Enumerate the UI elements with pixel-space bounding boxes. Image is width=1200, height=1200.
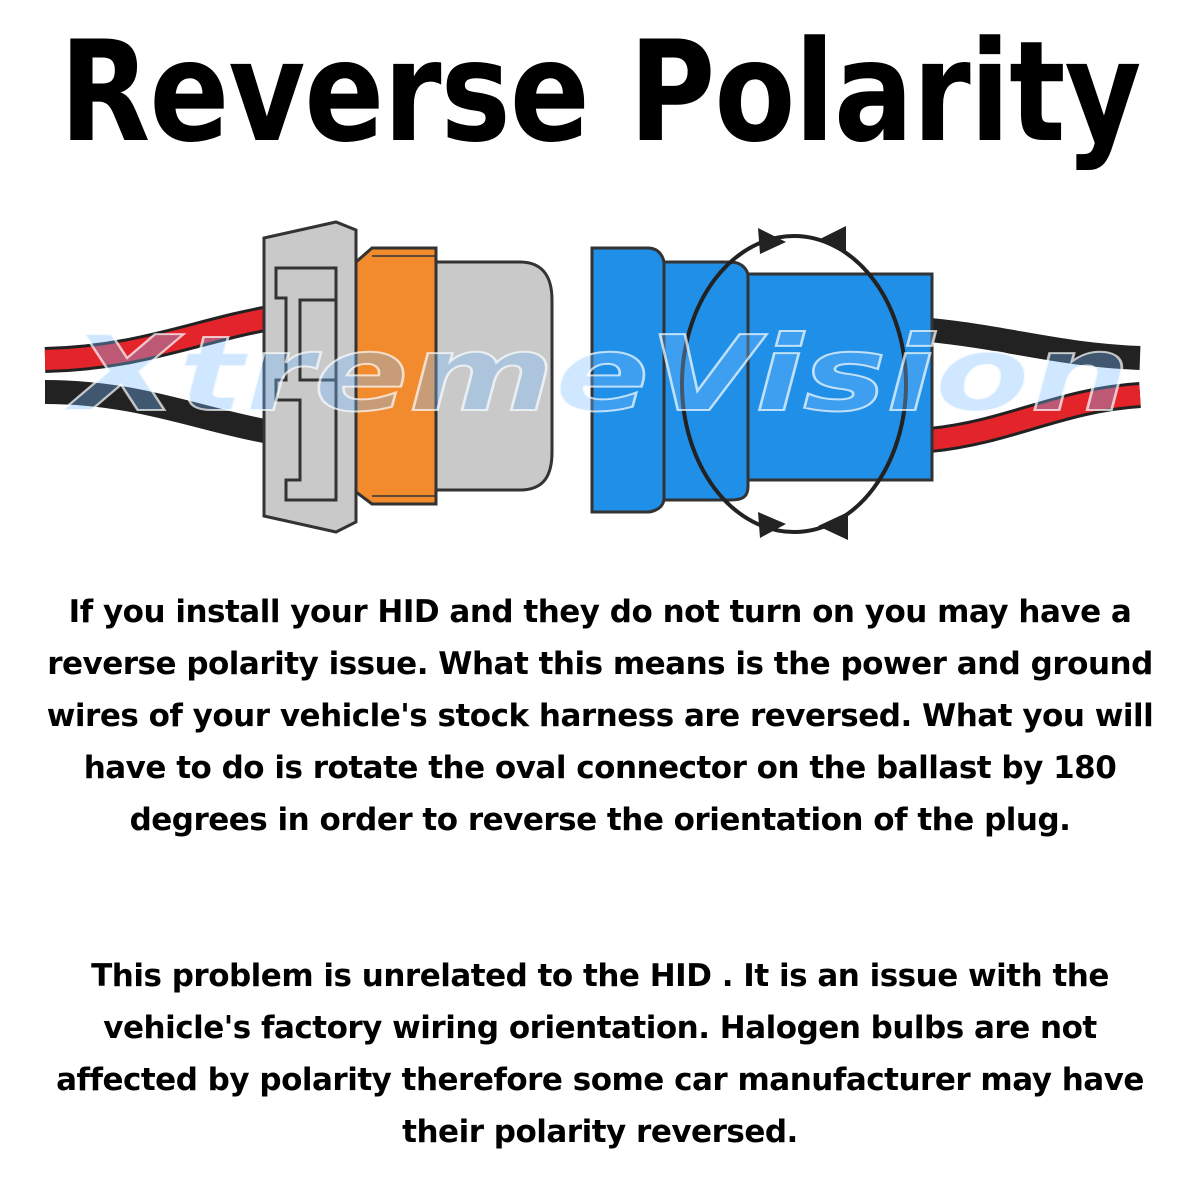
blue-connector	[590, 246, 934, 514]
watermark-text: XtremeVision	[62, 313, 1130, 435]
halogen-note-paragraph: This problem is unrelated to the HID . I…	[56, 958, 1144, 1150]
arrow-bottom-right-icon	[758, 512, 786, 538]
gray-plug-body	[434, 260, 554, 492]
arrow-top-left-icon	[818, 226, 846, 254]
left-black-wire	[44, 380, 273, 444]
arrow-bottom-left-icon	[818, 512, 848, 540]
rotation-indicator	[680, 226, 908, 540]
right-wires	[928, 318, 1141, 453]
polarity-explanation-paragraph: If you install your HID and they do not …	[46, 594, 1154, 838]
connector-diagram: XtremeVision	[44, 220, 1141, 540]
left-wires	[44, 305, 273, 444]
right-black-wire	[928, 318, 1141, 370]
gray-connector	[262, 220, 358, 534]
page-title: Reverse Polarity	[59, 10, 1142, 174]
arrow-top-right-icon	[758, 228, 786, 254]
orange-collar	[354, 246, 438, 506]
